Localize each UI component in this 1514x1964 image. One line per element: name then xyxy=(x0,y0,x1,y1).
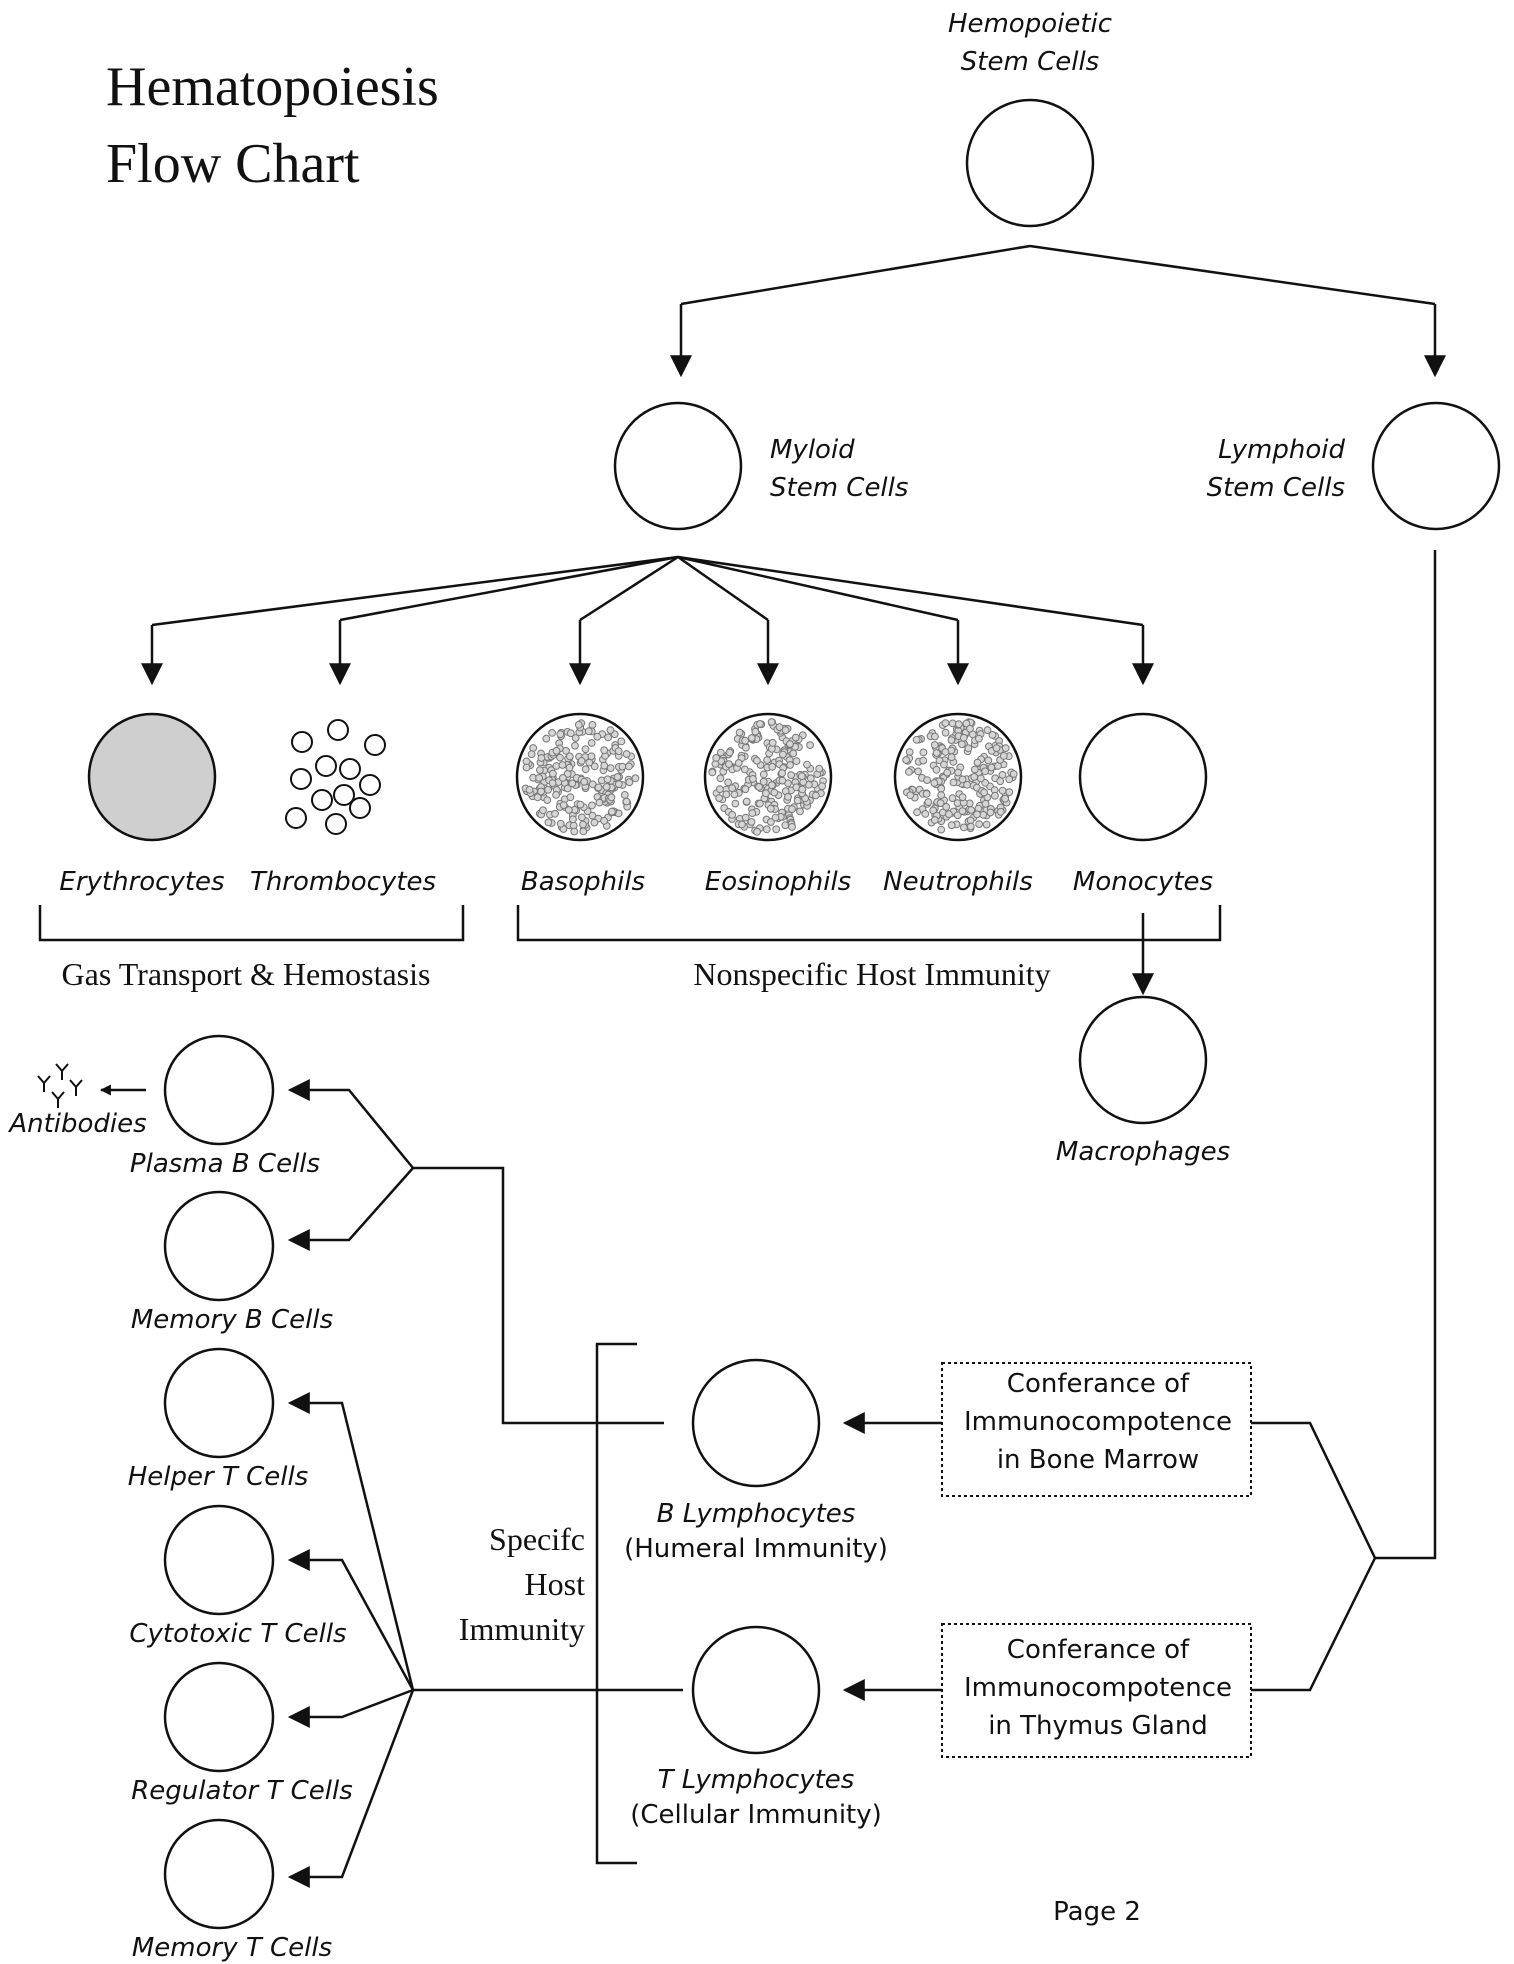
b-lymphocyte-cell xyxy=(691,1358,821,1488)
lymphoid-stem-cell xyxy=(1371,401,1501,531)
thymus-gland-box-line-3: in Thymus Gland xyxy=(988,1711,1208,1741)
memory-t-cell xyxy=(163,1818,275,1930)
myeloid-stem-cell xyxy=(613,401,743,531)
memory-t-label: Memory T Cells xyxy=(132,1933,332,1963)
hemopoietic-stem-cell xyxy=(965,98,1095,228)
title-line-2: Flow Chart xyxy=(106,133,360,195)
thrombocyte-platelets xyxy=(285,719,386,835)
cytotoxic-t-label: Cytotoxic T Cells xyxy=(129,1619,346,1649)
nonspecific-immunity-bracket xyxy=(516,905,1222,942)
macrophage-cell xyxy=(1078,995,1208,1125)
hsc-branch-connector xyxy=(670,244,1446,378)
t-lymphocyte-label-2: (Cellular Immunity) xyxy=(630,1800,882,1830)
myeloid-label-2: Stem Cells xyxy=(770,473,908,503)
title-line-1: Hematopoiesis xyxy=(106,56,439,118)
thymus-gland-box-line-2: Immunocompotence xyxy=(964,1673,1232,1703)
antibodies-label: Antibodies xyxy=(7,1109,146,1139)
eosinophil-cell xyxy=(703,712,833,842)
bone-marrow-box-line-1: Conferance of xyxy=(1007,1369,1190,1399)
b-lymphocyte-label-1: B Lymphocytes xyxy=(657,1499,856,1529)
t-lymphocyte-cell xyxy=(691,1625,821,1755)
neutrophil-cell xyxy=(893,712,1023,842)
eosinophils-label: Eosinophils xyxy=(705,867,851,897)
antibody-icon xyxy=(37,1063,83,1108)
erythrocyte-cell xyxy=(87,712,217,842)
b-lymphocyte-label-2: (Humeral Immunity) xyxy=(624,1534,888,1564)
regulator-t-label: Regulator T Cells xyxy=(131,1776,353,1806)
lymphoid-branch-connector xyxy=(1251,550,1437,1692)
nonspecific-immunity-label: Nonspecific Host Immunity xyxy=(693,956,1050,992)
neutrophils-label: Neutrophils xyxy=(883,867,1033,897)
myeloid-label-1: Myloid xyxy=(770,435,855,465)
helper-t-cell xyxy=(163,1347,275,1459)
thymus-gland-box-line-1: Conferance of xyxy=(1007,1635,1190,1665)
regulator-t-cell xyxy=(163,1661,275,1773)
thymus-gland-box xyxy=(941,1623,1252,1758)
bone-marrow-box-line-2: Immunocompotence xyxy=(964,1407,1232,1437)
helper-t-label: Helper T Cells xyxy=(128,1462,309,1492)
specific-immunity-label-2: Host xyxy=(525,1566,586,1602)
memory-b-cell xyxy=(163,1190,275,1302)
basophil-cell xyxy=(515,712,645,842)
t-lymphocyte-label-1: T Lymphocytes xyxy=(658,1765,855,1795)
monocyte-cell xyxy=(1078,712,1208,842)
page-number: Page 2 xyxy=(1053,1897,1141,1927)
lymphoid-label-1: Lymphoid xyxy=(1218,435,1345,465)
specific-immunity-label-1: Specifc xyxy=(489,1521,585,1557)
bone-marrow-box-line-3: in Bone Marrow xyxy=(997,1445,1199,1475)
specific-immunity-label-3: Immunity xyxy=(459,1611,585,1647)
gas-transport-label: Gas Transport & Hemostasis xyxy=(62,956,431,992)
bone-marrow-box xyxy=(941,1362,1252,1497)
b-lymphocyte-connector xyxy=(287,1079,664,1425)
hsc-label-2: Stem Cells xyxy=(961,47,1099,77)
memory-b-label: Memory B Cells xyxy=(131,1305,333,1335)
t-lymphocyte-connector xyxy=(287,1392,683,1888)
specific-immunity-bracket xyxy=(595,1342,637,1865)
monocytes-label: Monocytes xyxy=(1073,867,1213,897)
erythrocytes-label: Erythrocytes xyxy=(59,867,224,897)
hsc-label-1: Hemopoietic xyxy=(948,9,1112,39)
thrombocytes-label: Thrombocytes xyxy=(250,867,436,897)
basophils-label: Basophils xyxy=(521,867,645,897)
macrophages-label: Macrophages xyxy=(1056,1137,1230,1167)
gas-transport-bracket xyxy=(38,905,465,942)
myeloid-branch-connector xyxy=(141,555,1154,686)
cytotoxic-t-cell xyxy=(163,1504,275,1616)
plasma-b-label: Plasma B Cells xyxy=(130,1149,320,1179)
plasma-b-cell xyxy=(163,1034,275,1146)
lymphoid-label-2: Stem Cells xyxy=(1207,473,1345,503)
